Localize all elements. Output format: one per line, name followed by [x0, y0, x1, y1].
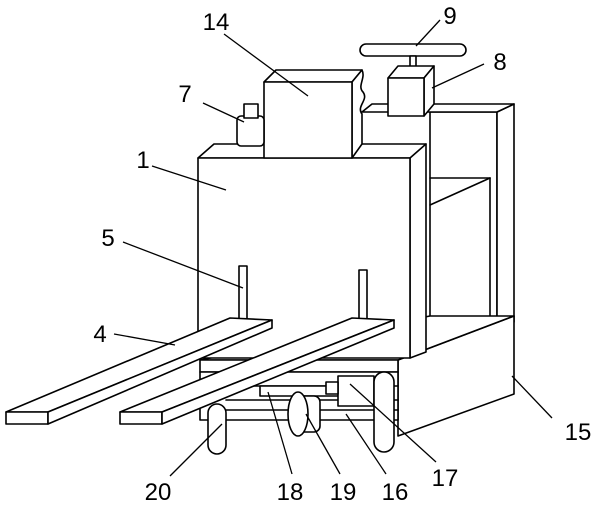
label-19: 19 — [330, 479, 357, 506]
main-body-1 — [197, 143, 427, 359]
label-7: 7 — [178, 81, 191, 108]
label-17: 17 — [432, 465, 459, 492]
label-5: 5 — [101, 225, 114, 252]
rear-frame — [361, 103, 515, 331]
valve-8 — [387, 65, 435, 117]
leader-lines — [113, 19, 553, 477]
label-15: 15 — [565, 419, 592, 446]
label-20: 20 — [145, 479, 172, 506]
label-16: 16 — [382, 479, 409, 506]
forks-4 — [5, 317, 395, 425]
label-8: 8 — [493, 49, 506, 76]
label-18: 18 — [277, 479, 304, 506]
label-14: 14 — [203, 9, 230, 36]
part-labels: 14 7 1 5 4 9 8 15 20 18 19 16 17 — [93, 3, 591, 506]
label-1: 1 — [136, 147, 149, 174]
block-14 — [263, 69, 366, 159]
label-4: 4 — [93, 321, 106, 348]
motor-7 — [236, 103, 265, 147]
label-9: 9 — [443, 3, 456, 30]
